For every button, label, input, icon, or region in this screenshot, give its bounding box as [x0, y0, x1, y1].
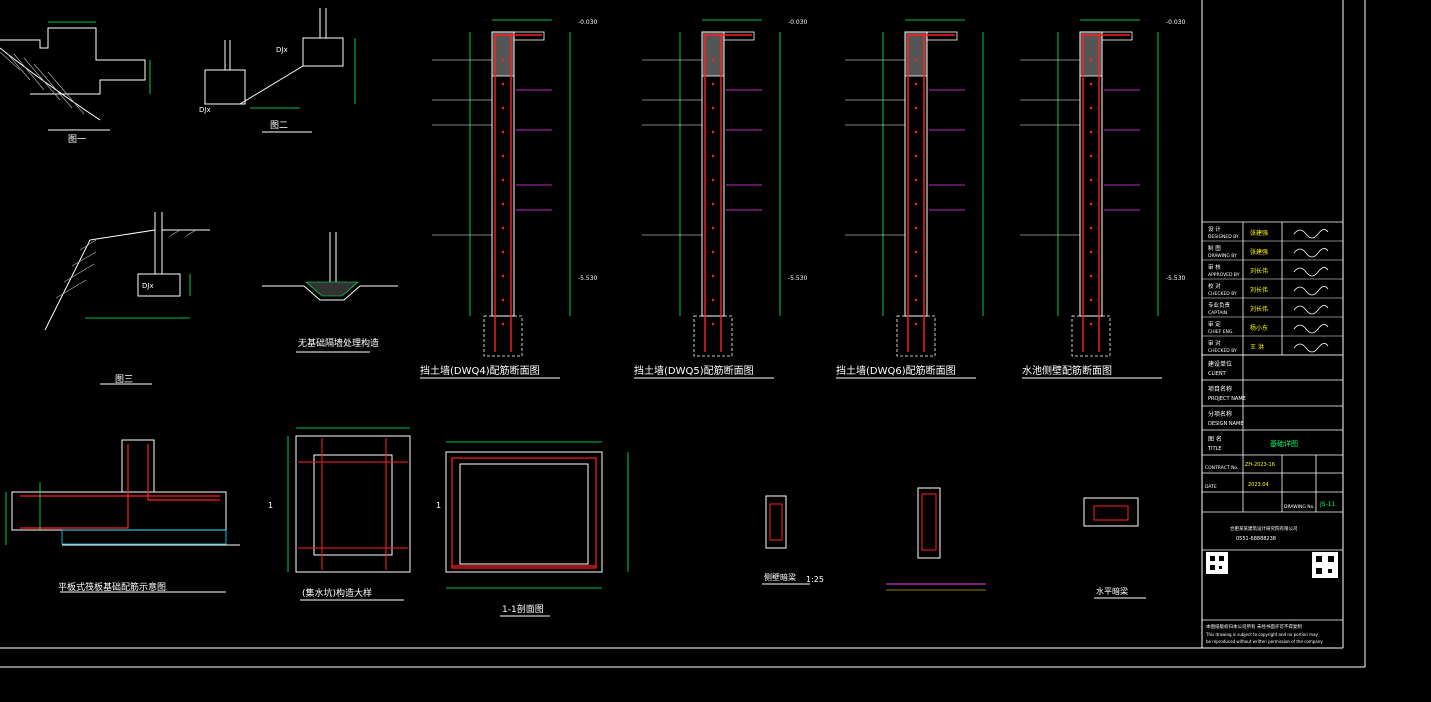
wall-pool: 水池侧壁配筋断面图 -0.030 -5.530 [1020, 19, 1186, 379]
tb-role-en-5: CHIEF ENG. [1208, 329, 1234, 335]
trench-title: 无基础隔墙处理构造 [298, 337, 379, 349]
tb-name-5: 杨小东 [1250, 324, 1268, 332]
tb-role-en-3: CHECKED BY [1208, 291, 1237, 297]
tb-role-en-1: DRAWING BY [1208, 253, 1237, 259]
footer-1: 本图纸版权归本公司所有 未经书面许可不得复制 [1206, 623, 1302, 630]
company-name: 合肥某某建筑设计研究院有限公司 [1230, 525, 1298, 532]
section-mark-left: 1 [268, 501, 273, 510]
wall-beam-detail [886, 487, 986, 591]
section-mark-right: 1 [436, 501, 441, 510]
signature-6 [1293, 343, 1329, 353]
wall-dwq4-title: 挡土墙(DWQ4)配筋断面图 [420, 364, 540, 377]
tb-role-en-6: CHECKED BY [1208, 348, 1237, 354]
tb-name-3: 刘长伟 [1250, 286, 1268, 294]
fig1-label: 图一 [68, 134, 86, 145]
tb-name-4: 刘长伟 [1250, 305, 1268, 313]
trench-detail: 无基础隔墙处理构造 [262, 232, 398, 353]
wall-pool-elev-bottom: -5.530 [1166, 275, 1186, 282]
fig2-label: 图二 [270, 120, 288, 131]
horizontal-beam-detail: 水平暗梁 [1083, 497, 1146, 599]
project-label: 项目名称 [1208, 385, 1232, 393]
section-1-1: 1-1剖面图 [445, 441, 629, 617]
client-label: 建设单位 [1208, 360, 1232, 368]
tb-role-6: 审 对 [1208, 339, 1221, 347]
wall-dwq5: 挡土墙(DWQ5)配筋断面图 -0.030 -5.530 [634, 19, 808, 379]
side-wall-title: 侧壁暗梁 [764, 572, 796, 582]
phone: 0551-68888238 [1236, 536, 1276, 542]
fig3-label: 图三 [115, 374, 133, 385]
signature-3 [1293, 286, 1329, 296]
design-label-en: DESIGN NAME [1208, 421, 1244, 427]
drawing-no: JS-11 [1319, 501, 1336, 508]
djx-label-3: DJx [142, 282, 154, 290]
wall-dwq6: 挡土墙(DWQ6)配筋断面图 [836, 19, 984, 379]
tb-role-0: 设 计 [1208, 225, 1221, 233]
figure-three: DJx 图三 [44, 212, 210, 385]
tb-role-en-0: DESIGNED BY [1208, 234, 1239, 240]
section-11-title: 1-1剖面图 [502, 603, 544, 615]
figure-two: DJx DJx 图二 [199, 8, 356, 133]
title-value: 基础详图 [1270, 439, 1298, 448]
tb-name-0: 张建强 [1250, 229, 1268, 237]
date-label: DATE [1205, 484, 1217, 490]
drawing-frame [0, 0, 1366, 668]
djx-label-2: DJx [276, 46, 288, 54]
signature-5 [1293, 324, 1329, 334]
client-label-en: CLIENT [1208, 371, 1227, 377]
sink-title: (集水坑)构造大样 [302, 587, 372, 599]
tb-role-2: 审 核 [1208, 263, 1221, 271]
wall-dwq5-title: 挡土墙(DWQ5)配筋断面图 [634, 364, 754, 377]
tb-role-en-2: APPROVED BY [1208, 272, 1240, 278]
project-label-en: PROJECT NAME [1208, 396, 1246, 402]
horizontal-beam-title: 水平暗梁 [1096, 586, 1128, 596]
wall-dwq4-elev-bottom: -5.530 [578, 275, 598, 282]
djx-label-1: DJx [199, 106, 211, 114]
raft-foundation-detail: 平板式筏板基础配筋示意图 [5, 439, 240, 593]
wall-dwq6-title: 挡土墙(DWQ6)配筋断面图 [836, 364, 956, 377]
side-wall-beam-detail: 侧壁暗梁 1:25 [762, 495, 824, 585]
tb-role-en-4: CAPTAIN [1208, 310, 1227, 316]
figure-one: 图一 [0, 21, 151, 145]
footer-2: This drawing is subject to copyright and… [1205, 632, 1319, 637]
qr-code-right [1312, 552, 1338, 578]
raft-title: 平板式筏板基础配筋示意图 [58, 581, 166, 593]
wall-dwq5-elev-bottom: -5.530 [788, 275, 808, 282]
title-label: 图 名 [1208, 435, 1222, 443]
signature-4 [1293, 305, 1329, 315]
title-label-en: TITLE [1207, 446, 1222, 452]
wall-dwq4: 挡土墙(DWQ4)配筋断面图 -0.030 -5.530 [420, 19, 598, 379]
design-label: 分项名称 [1208, 410, 1232, 418]
contract-label: CONTRACT No. [1205, 465, 1239, 471]
wall-dwq4-elev-top: -0.030 [578, 19, 598, 26]
qr-code-left [1206, 552, 1228, 574]
tb-name-6: 王 洪 [1250, 343, 1264, 351]
tb-name-1: 张建强 [1250, 248, 1268, 256]
tb-role-5: 审 定 [1208, 320, 1221, 328]
wall-pool-title: 水池侧壁配筋断面图 [1022, 364, 1112, 377]
tb-role-3: 校 对 [1208, 282, 1221, 290]
signature-0 [1293, 229, 1329, 239]
tb-name-2: 刘长伟 [1250, 267, 1268, 275]
wall-pool-elev-top: -0.030 [1166, 19, 1186, 26]
sink-pit-plan: 1 1 (集水坑)构造大样 [268, 427, 441, 601]
contract-value: ZH-2023-16 [1245, 462, 1275, 468]
signature-1 [1293, 248, 1329, 258]
drawing-no-label: DRAWING No. [1284, 504, 1315, 510]
retaining-wall-sections: 挡土墙(DWQ4)配筋断面图-0.030-5.530挡土墙(DWQ5)配筋断面图… [420, 19, 1186, 379]
date-value: 2023.04 [1248, 482, 1269, 488]
tb-role-1: 制 图 [1208, 244, 1221, 252]
tb-role-4: 专业负责 [1208, 301, 1231, 309]
signature-2 [1293, 267, 1329, 277]
footer-3: be reproduced without written permission… [1206, 639, 1323, 644]
wall-dwq5-elev-top: -0.030 [788, 19, 808, 26]
scale-text: 1:25 [806, 575, 824, 584]
